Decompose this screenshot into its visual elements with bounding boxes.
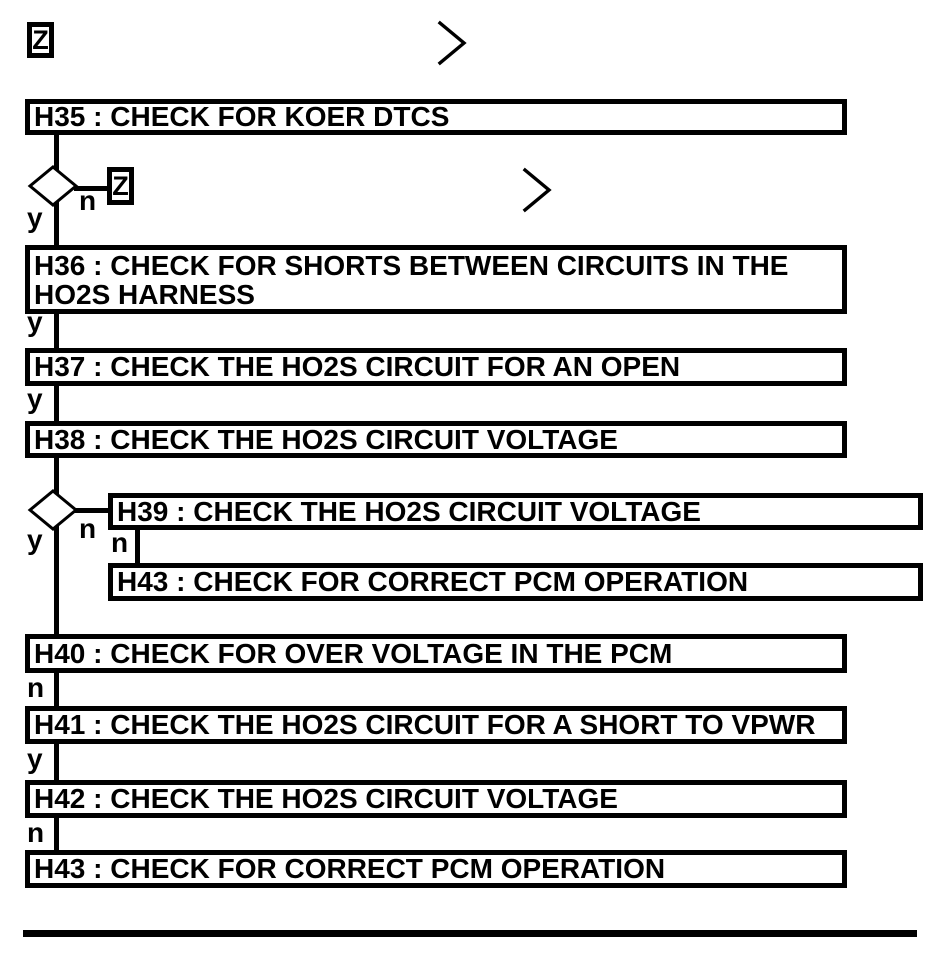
decision-diamond-koer <box>27 165 79 207</box>
bottom-separator-rule <box>23 930 917 937</box>
step-box-h35[interactable]: H35 : CHECK FOR KOER DTCS <box>25 99 847 135</box>
connector-line-h36-to-h37 <box>54 314 59 348</box>
branch-label-decision1-no: n <box>79 185 97 216</box>
continue-chevron-icon-branch[interactable] <box>521 165 555 215</box>
continue-chevron-icon-top[interactable] <box>436 18 470 68</box>
connector-line-decision2-no <box>74 508 108 513</box>
step-box-h40[interactable]: H40 : CHECK FOR OVER VOLTAGE IN THE PCM <box>25 634 847 673</box>
connector-line-h40-to-h41 <box>54 673 59 706</box>
branch-label-decision1-yes: y <box>27 202 43 233</box>
step-label-h43-branch: H43 : CHECK FOR CORRECT PCM OPERATION <box>117 566 749 597</box>
branch-label-h41-yes: y <box>27 743 43 774</box>
offpage-connector-z-branch[interactable]: Z <box>107 167 134 205</box>
step-label-h35: H35 : CHECK FOR KOER DTCS <box>34 101 450 132</box>
branch-label-h42-no: n <box>27 817 45 848</box>
connector-line-h39-to-h43-branch <box>135 529 140 563</box>
step-box-h43-branch[interactable]: H43 : CHECK FOR CORRECT PCM OPERATION <box>108 563 923 601</box>
step-label-h43: H43 : CHECK FOR CORRECT PCM OPERATION <box>34 853 666 884</box>
step-label-h36-line1: H36 : CHECK FOR SHORTS BETWEEN CIRCUITS … <box>34 249 789 281</box>
step-box-h42[interactable]: H42 : CHECK THE HO2S CIRCUIT VOLTAGE <box>25 780 847 818</box>
step-label-h36-line2: HO2S HARNESS <box>34 278 255 310</box>
decision-diamond-voltage <box>27 489 79 531</box>
step-label-h39: H39 : CHECK THE HO2S CIRCUIT VOLTAGE <box>117 495 701 527</box>
connector-line-h41-to-h42 <box>54 744 59 780</box>
branch-label-h40-no: n <box>27 672 45 703</box>
step-box-h41[interactable]: H41 : CHECK THE HO2S CIRCUIT FOR A SHORT… <box>25 706 847 744</box>
step-label-h37: H37 : CHECK THE HO2S CIRCUIT FOR AN OPEN <box>34 351 681 382</box>
offpage-connector-z-top[interactable]: Z <box>27 22 54 58</box>
branch-label-h36-yes: y <box>27 306 43 337</box>
step-box-h43[interactable]: H43 : CHECK FOR CORRECT PCM OPERATION <box>25 850 847 888</box>
step-box-h37[interactable]: H37 : CHECK THE HO2S CIRCUIT FOR AN OPEN <box>25 348 847 386</box>
branch-label-h39-no: n <box>111 527 129 558</box>
branch-label-h37-yes: y <box>27 383 43 414</box>
step-label-h42: H42 : CHECK THE HO2S CIRCUIT VOLTAGE <box>34 783 618 814</box>
connector-line-h42-to-h43 <box>54 818 59 850</box>
branch-label-decision2-yes: y <box>27 524 43 555</box>
step-box-h39[interactable]: H39 : CHECK THE HO2S CIRCUIT VOLTAGE <box>108 493 923 530</box>
step-box-h38[interactable]: H38 : CHECK THE HO2S CIRCUIT VOLTAGE <box>25 421 847 458</box>
step-label-h40: H40 : CHECK FOR OVER VOLTAGE IN THE PCM <box>34 637 673 669</box>
connector-line-decision1-no <box>74 186 107 191</box>
step-label-h38: H38 : CHECK THE HO2S CIRCUIT VOLTAGE <box>34 423 618 455</box>
offpage-connector-z-top-label: Z <box>32 24 49 55</box>
step-label-h41: H41 : CHECK THE HO2S CIRCUIT FOR A SHORT… <box>34 709 816 740</box>
branch-label-decision2-no: n <box>79 513 97 544</box>
connector-line-h38-to-h40 <box>54 458 59 634</box>
connector-line-h37-to-h38 <box>54 386 59 421</box>
offpage-connector-z-branch-label: Z <box>112 170 129 201</box>
step-box-h36[interactable]: H36 : CHECK FOR SHORTS BETWEEN CIRCUITS … <box>25 245 847 314</box>
